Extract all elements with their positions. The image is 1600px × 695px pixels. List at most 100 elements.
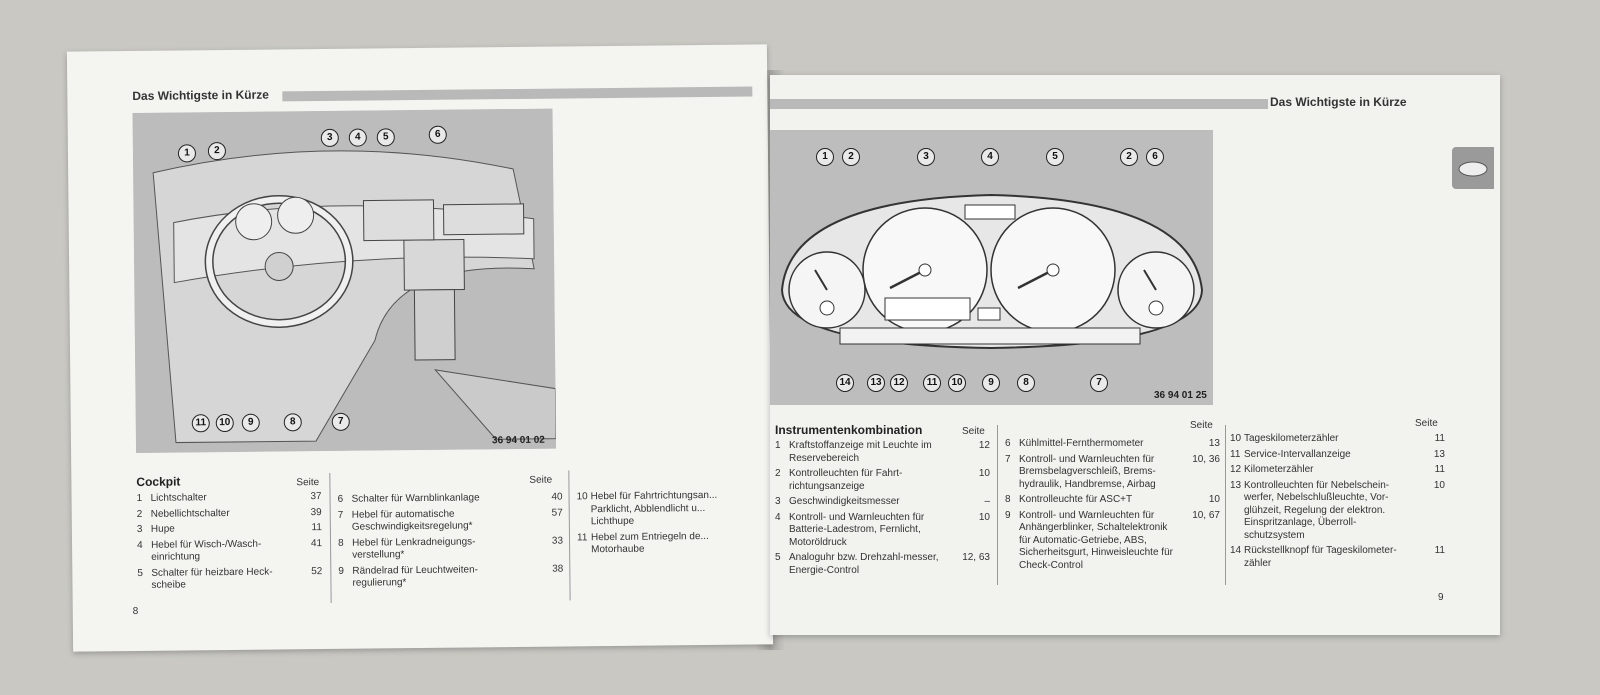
item-number: 7 <box>1005 453 1011 465</box>
item-page <box>727 530 767 555</box>
item-text: Schalter für heizbare Heck-scheibe <box>151 566 273 591</box>
item-text: Nebellichtschalter <box>150 507 230 520</box>
callout-4: 4 <box>348 128 367 147</box>
callout-5: 5 <box>376 128 395 147</box>
page-header-right: Das Wichtigste in Kürze <box>1270 95 1407 109</box>
item-number: 5 <box>137 567 143 579</box>
header-bar <box>770 99 1268 109</box>
seite-label-2: Seite <box>1190 420 1213 431</box>
item-page: 10 <box>978 468 990 479</box>
item-text: Hebel für automatische Geschwindigkeitsr… <box>351 508 473 533</box>
item-page: 11 <box>311 522 322 534</box>
callout-10: 10 <box>215 413 234 433</box>
right-page: Das Wichtigste in Kürze 36 94 01 25 1 2 … <box>770 75 1500 635</box>
callout-7: 7 <box>331 412 350 431</box>
callout-13: 13 <box>867 374 885 392</box>
item-number: 10 <box>1230 433 1242 444</box>
callout-1: 1 <box>816 148 834 166</box>
item-page: 13 <box>1208 438 1220 449</box>
column-divider <box>329 472 332 603</box>
item-number: 1 <box>136 492 143 504</box>
item-number: 3 <box>136 523 143 535</box>
item-page: 10 <box>1208 494 1220 505</box>
item-text: Geschwindigkeitsmesser <box>789 496 900 507</box>
item-page: – <box>984 496 990 507</box>
item-number: 8 <box>1005 494 1011 505</box>
page-number-left: 8 <box>132 605 139 618</box>
callout-14: 14 <box>836 374 854 392</box>
seite-label-2: Seite <box>529 474 553 486</box>
column-divider <box>997 425 998 585</box>
callout-9: 9 <box>241 413 260 432</box>
callout-11: 11 <box>191 414 210 433</box>
callout-12: 12 <box>890 374 908 392</box>
item-text: Kontroll- und Warnleuchten für Batterie-… <box>789 511 925 548</box>
figure-code: 36 94 01 02 <box>491 434 545 447</box>
cockpit-drawing <box>132 108 557 453</box>
item-page: 10, 67 <box>1192 509 1220 521</box>
item-text: Kraftstoffanzeige mit Leuchte im Reserve… <box>789 440 932 464</box>
item-page: 10, 36 <box>1192 453 1220 465</box>
item-number: 11 <box>576 531 588 543</box>
callout-10: 10 <box>948 374 966 392</box>
callout-2b: 2 <box>1120 148 1138 166</box>
header-bar <box>282 86 753 102</box>
item-text: Rändelrad für Leuchtweiten-regulierung* <box>352 563 479 589</box>
seite-label-1: Seite <box>296 477 320 489</box>
item-text: Hupe <box>150 523 175 535</box>
callout-1: 1 <box>177 144 197 163</box>
item-number: 7 <box>337 509 344 521</box>
list-item: 7 Hebel für automatische Geschwindigkeits… <box>338 507 563 534</box>
item-page: 33 <box>551 535 564 547</box>
instrument-cluster-drawing <box>770 130 1213 405</box>
item-text: Kühlmittel-Fernthermometer <box>1019 438 1144 449</box>
seite-label-3: Seite <box>1415 418 1438 429</box>
seite-label-1: Seite <box>962 426 985 437</box>
instrument-icon <box>1458 161 1488 177</box>
item-number: 13 <box>1230 479 1242 491</box>
item-text: Service-Intervallanzeige <box>1244 448 1351 460</box>
item-number: 14 <box>1230 545 1242 556</box>
item-number: 2 <box>775 468 781 479</box>
item-number: 10 <box>576 491 588 503</box>
callout-8: 8 <box>1017 374 1035 392</box>
item-page: 41 <box>310 537 323 549</box>
item-number: 6 <box>337 493 344 505</box>
figure-code: 36 94 01 25 <box>1154 390 1207 401</box>
item-text: Hebel für Lenkradneigungs-verstellung* <box>351 535 476 561</box>
item-number: 3 <box>775 496 781 507</box>
column-divider <box>1225 425 1226 585</box>
item-text: Hebel für Fahrtrichtungsan... Parklicht,… <box>590 489 718 528</box>
callout-11: 11 <box>923 374 941 392</box>
section-title-instrumentenkombination: Instrumentenkombination <box>775 423 923 437</box>
item-text: Hebel für Wisch-/Wasch-einrichtung <box>150 538 262 563</box>
callout-3: 3 <box>320 128 339 148</box>
item-page: 37 <box>310 491 322 503</box>
callout-2: 2 <box>842 148 860 166</box>
callout-6: 6 <box>1146 148 1164 166</box>
callout-8: 8 <box>283 413 302 432</box>
list-item: 3 Hupe 11 <box>137 522 322 536</box>
callout-6: 6 <box>428 125 447 144</box>
item-text: Kontroll- und Warnleuchten für Bremsbela… <box>1019 453 1156 490</box>
item-page: 11 <box>1434 464 1445 475</box>
item-number: 2 <box>136 508 143 520</box>
item-text: Kilometerzähler <box>1244 464 1314 475</box>
item-text: Schalter für Warnblinkanlage <box>351 492 480 505</box>
